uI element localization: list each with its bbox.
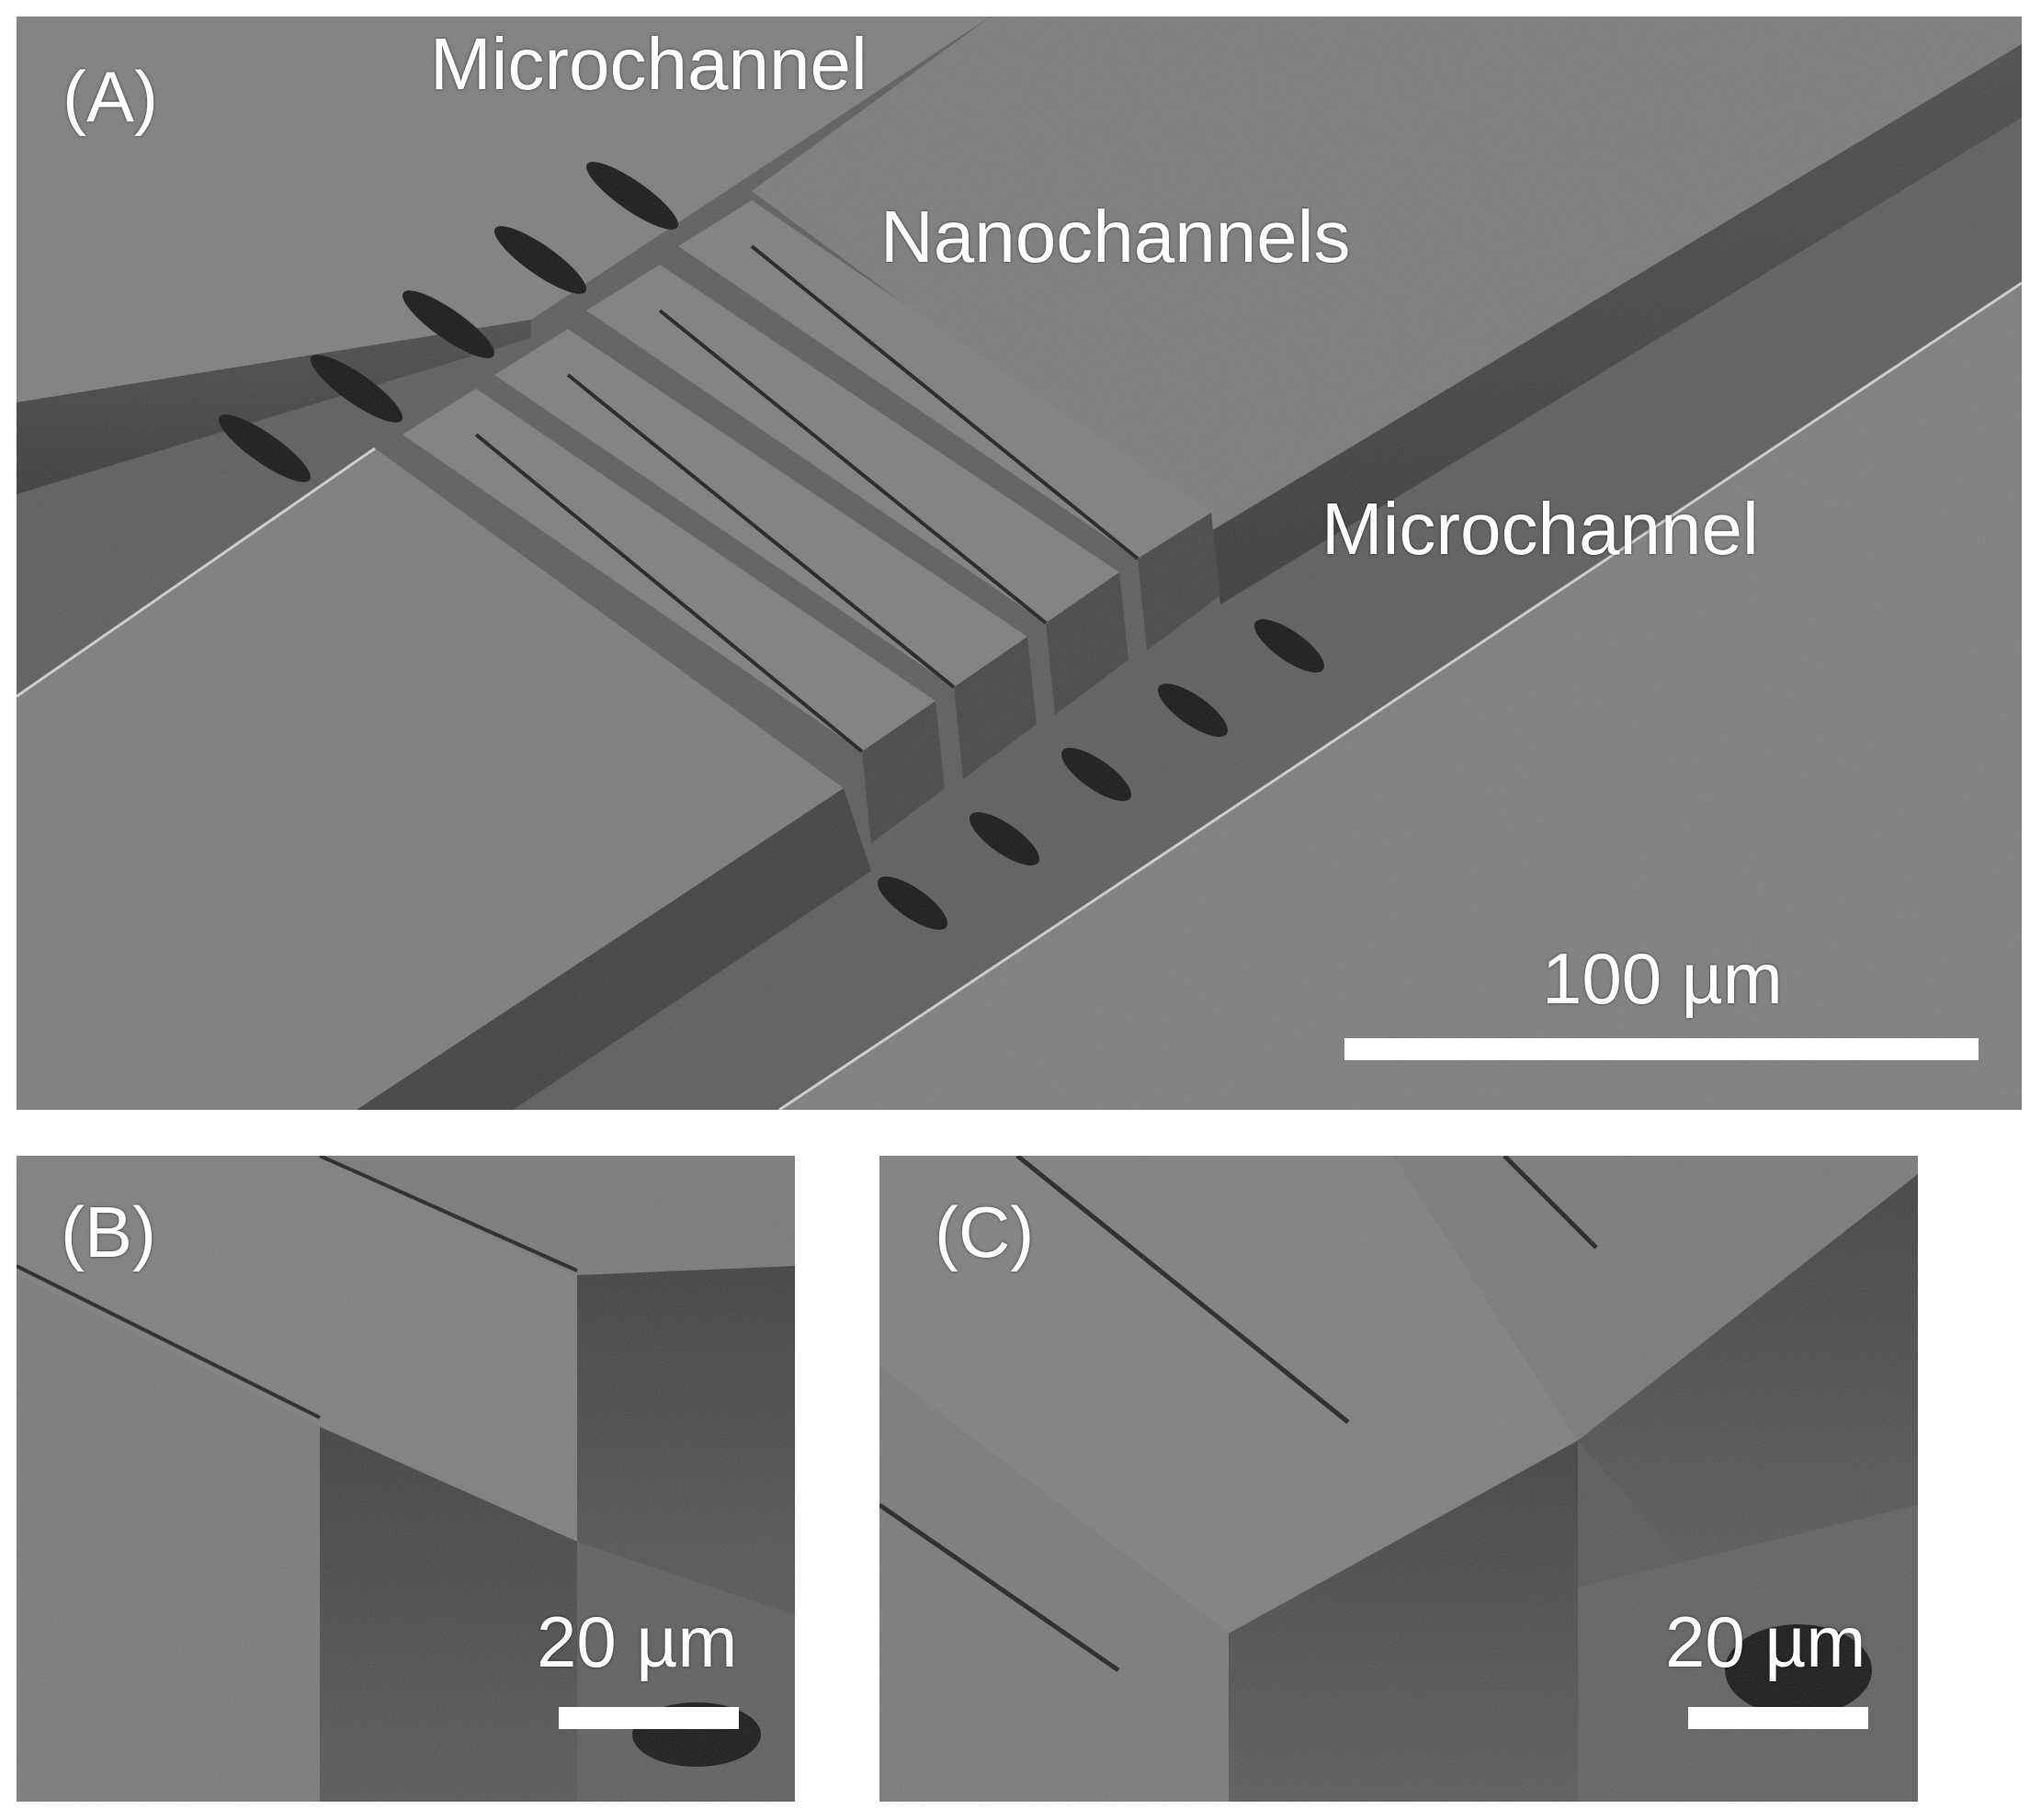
panel-b-image	[17, 1156, 795, 1802]
panel-a-image	[17, 17, 2022, 1110]
panel-b-scale-bar	[559, 1707, 739, 1729]
panel-c-image	[879, 1156, 1918, 1802]
top-microchannel-label: Microchannel	[430, 23, 868, 105]
sem-panel-a: (A) Microchannel Nanochannels Microchann…	[17, 17, 2022, 1110]
panel-c-scale-text: 20 µm	[1665, 1601, 1866, 1682]
nanochannels-label: Nanochannels	[880, 196, 1351, 277]
panel-c-letter: (C)	[935, 1192, 1035, 1272]
panel-b-scale-text: 20 µm	[537, 1601, 738, 1682]
panel-a-scale-text: 100 µm	[1542, 938, 1783, 1019]
right-microchannel-label: Microchannel	[1321, 488, 1759, 570]
panel-a-scale-bar	[1344, 1038, 1979, 1060]
sem-panel-c: (C) 20 µm	[879, 1156, 1918, 1802]
panel-b-letter: (B)	[61, 1192, 156, 1272]
sem-panel-b: (B) 20 µm	[17, 1156, 795, 1802]
panel-c-scale-bar	[1688, 1707, 1868, 1729]
panel-a-letter: (A)	[62, 56, 158, 137]
